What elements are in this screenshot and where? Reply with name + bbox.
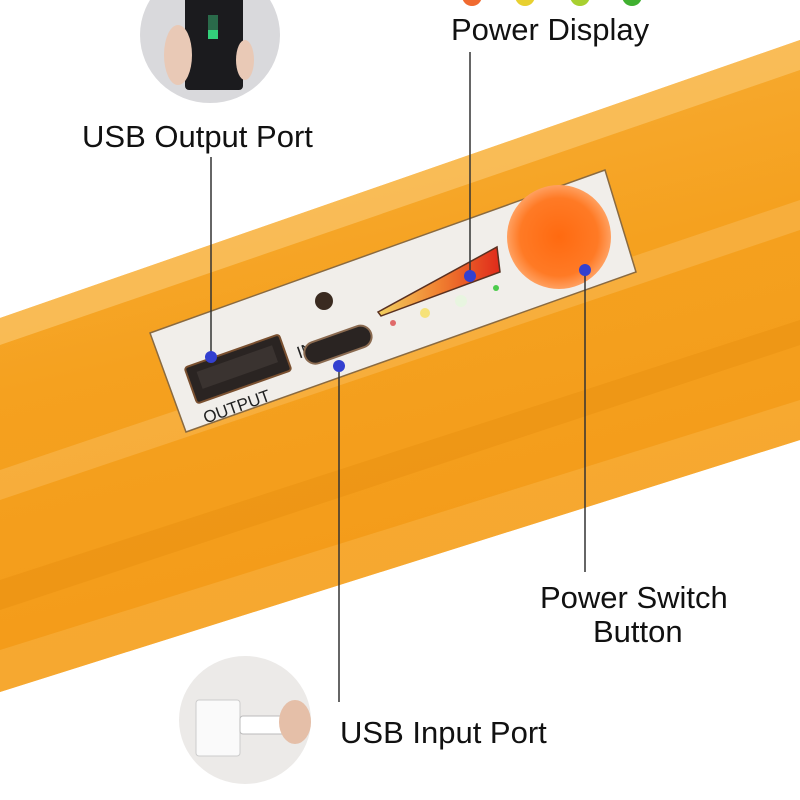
indicator-led (420, 308, 430, 318)
callout-dot (579, 264, 591, 276)
callout-dot (333, 360, 345, 372)
indicator-leds (390, 285, 499, 326)
usb-input-port-label: USB Input Port (340, 715, 547, 750)
control-panel: OUTPUT INPUT (149, 169, 637, 433)
level-dot (515, 0, 535, 6)
usb-input-port[interactable] (301, 323, 374, 367)
power-switch-button-label-line1: Power Switch (540, 580, 728, 615)
callout-dot (464, 270, 476, 282)
power-display-label: Power Display (451, 12, 650, 47)
usb-output-port[interactable] (184, 334, 292, 404)
usb-output-port-label: USB Output Port (82, 119, 313, 154)
callout-dot (205, 351, 217, 363)
indicator-led (455, 295, 467, 307)
level-dot (622, 0, 642, 6)
power-level-dots (462, 0, 642, 6)
power-switch-button-label-line2: Button (593, 614, 683, 649)
power-switch-button[interactable] (507, 185, 611, 289)
indicator-led (390, 320, 396, 326)
indicator-led (493, 285, 499, 291)
phone-charging-photo (140, 0, 280, 103)
callout-dots (205, 264, 591, 372)
input-indicator-hole (315, 292, 333, 310)
level-dot (462, 0, 482, 6)
callout-lines (210, 52, 586, 702)
wall-plug-photo (179, 656, 311, 784)
level-dot (570, 0, 590, 6)
